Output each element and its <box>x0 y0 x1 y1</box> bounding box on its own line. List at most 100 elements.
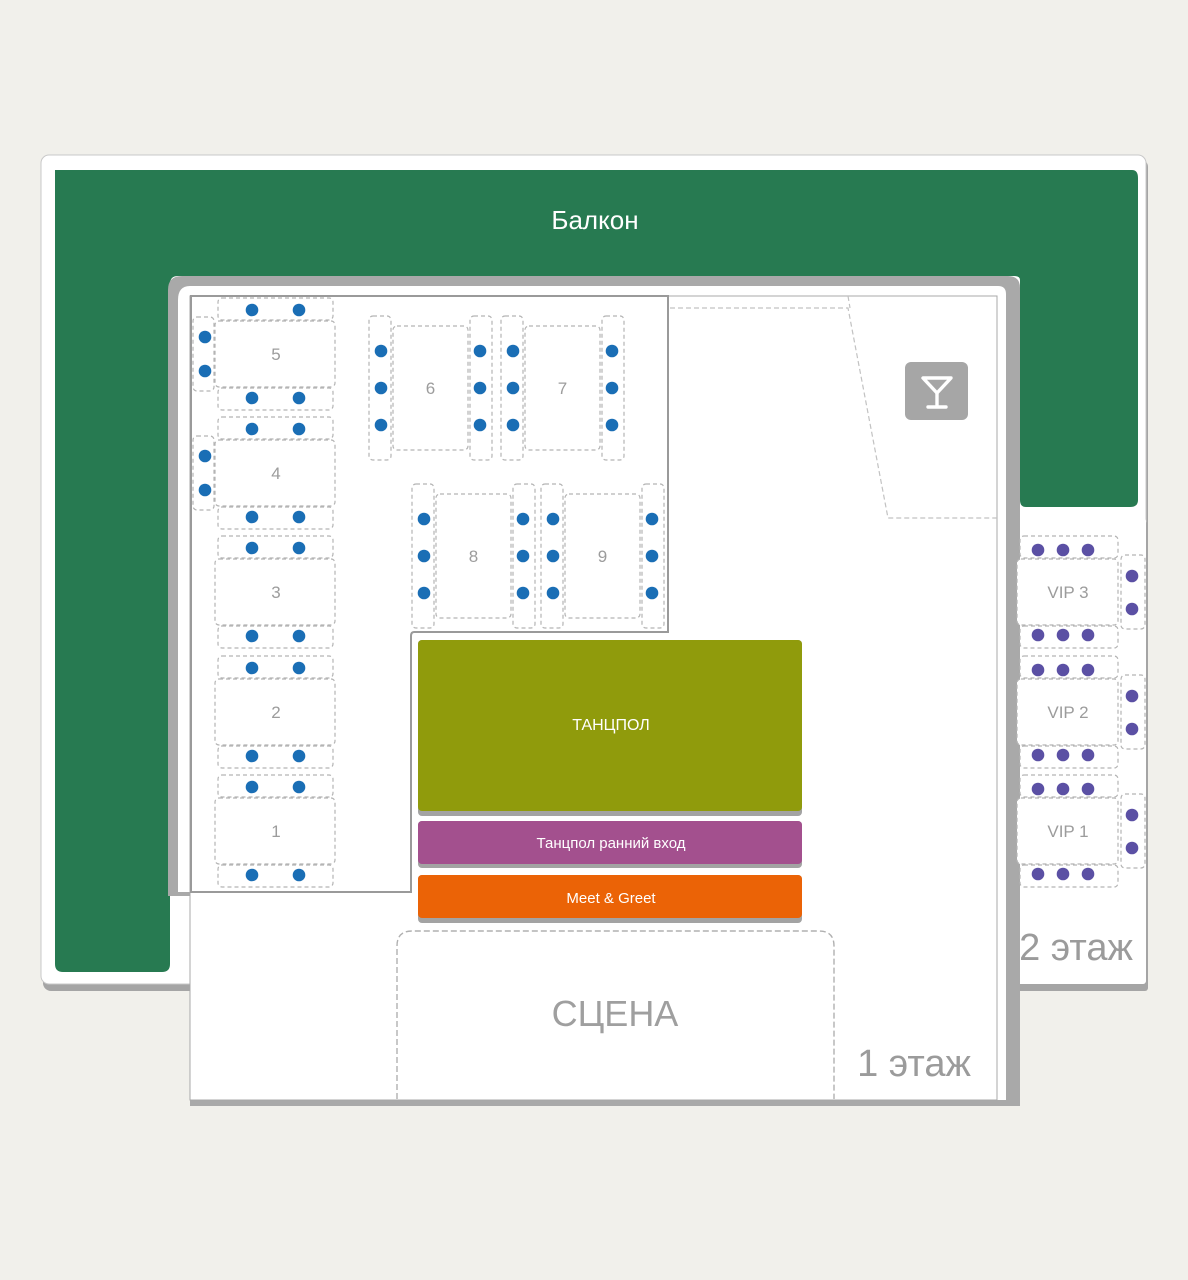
seat[interactable] <box>1056 663 1070 677</box>
seat[interactable] <box>292 868 306 882</box>
seat[interactable] <box>417 512 431 526</box>
seat[interactable] <box>198 330 212 344</box>
seat[interactable] <box>1031 867 1045 881</box>
table-t3[interactable] <box>214 535 336 649</box>
seat[interactable] <box>245 422 259 436</box>
seat[interactable] <box>1031 663 1045 677</box>
seat[interactable] <box>1056 867 1070 881</box>
seat[interactable] <box>605 344 619 358</box>
seat[interactable] <box>245 780 259 794</box>
seat[interactable] <box>645 586 659 600</box>
seat[interactable] <box>1081 543 1095 557</box>
seat-row-bottom <box>217 745 334 769</box>
seat[interactable] <box>292 780 306 794</box>
seat[interactable] <box>245 629 259 643</box>
seat[interactable] <box>516 586 530 600</box>
seat[interactable] <box>1125 569 1139 583</box>
seat[interactable] <box>1125 841 1139 855</box>
table-body <box>435 493 512 619</box>
early-entry-zone[interactable]: Танцпол ранний вход <box>418 821 802 868</box>
seat[interactable] <box>245 868 259 882</box>
seat[interactable] <box>1056 782 1070 796</box>
stage-label: СЦЕНА <box>552 993 679 1034</box>
seat[interactable] <box>506 418 520 432</box>
seat[interactable] <box>245 391 259 405</box>
seat[interactable] <box>292 510 306 524</box>
seat[interactable] <box>245 749 259 763</box>
seat[interactable] <box>506 381 520 395</box>
seats-layer <box>198 303 1139 882</box>
seat[interactable] <box>1125 722 1139 736</box>
seat[interactable] <box>1081 663 1095 677</box>
seat[interactable] <box>546 586 560 600</box>
seat[interactable] <box>292 303 306 317</box>
seat[interactable] <box>417 586 431 600</box>
balcony-zone[interactable] <box>55 170 1138 972</box>
seat[interactable] <box>1031 782 1045 796</box>
seat[interactable] <box>374 381 388 395</box>
seat[interactable] <box>292 749 306 763</box>
seat[interactable] <box>1081 628 1095 642</box>
table-body <box>214 320 336 388</box>
seat-row-top <box>217 297 334 321</box>
seat[interactable] <box>198 364 212 378</box>
table-body <box>392 325 469 451</box>
table-body <box>214 797 336 865</box>
table-t2[interactable] <box>214 655 336 769</box>
seat[interactable] <box>473 344 487 358</box>
table-body <box>1016 678 1119 746</box>
seat-row-bottom <box>217 864 334 888</box>
table-t4[interactable] <box>214 416 336 530</box>
seat[interactable] <box>374 418 388 432</box>
table-body <box>214 439 336 507</box>
seat-row-bottom <box>217 625 334 649</box>
table-label: 3 <box>271 583 280 602</box>
meet-greet-zone[interactable]: Meet & Greet <box>418 875 802 923</box>
seat-row-side <box>1120 554 1146 630</box>
table-t1[interactable] <box>214 774 336 888</box>
seat[interactable] <box>645 512 659 526</box>
seat[interactable] <box>506 344 520 358</box>
seat[interactable] <box>516 549 530 563</box>
seat[interactable] <box>1056 628 1070 642</box>
seat[interactable] <box>516 512 530 526</box>
seat[interactable] <box>473 418 487 432</box>
seat[interactable] <box>546 512 560 526</box>
seat[interactable] <box>546 549 560 563</box>
seat[interactable] <box>374 344 388 358</box>
seat[interactable] <box>1031 628 1045 642</box>
seat[interactable] <box>473 381 487 395</box>
bar-button[interactable] <box>905 362 968 420</box>
first-floor-label: 1 этаж <box>857 1043 971 1085</box>
seat-row-bottom <box>1019 745 1119 769</box>
seat[interactable] <box>1031 748 1045 762</box>
dancefloor-zone[interactable]: ТАНЦПОЛ <box>418 640 802 816</box>
seat[interactable] <box>1125 689 1139 703</box>
seat[interactable] <box>292 541 306 555</box>
seat[interactable] <box>292 629 306 643</box>
seat[interactable] <box>292 661 306 675</box>
seat[interactable] <box>1125 808 1139 822</box>
seat[interactable] <box>292 422 306 436</box>
seat[interactable] <box>1056 748 1070 762</box>
seat[interactable] <box>292 391 306 405</box>
seat[interactable] <box>1081 867 1095 881</box>
seat[interactable] <box>1031 543 1045 557</box>
seat[interactable] <box>198 483 212 497</box>
seat[interactable] <box>1081 748 1095 762</box>
seat[interactable] <box>198 449 212 463</box>
seat[interactable] <box>605 418 619 432</box>
seat[interactable] <box>245 661 259 675</box>
seat[interactable] <box>245 303 259 317</box>
seat[interactable] <box>1125 602 1139 616</box>
seat[interactable] <box>1081 782 1095 796</box>
seat[interactable] <box>645 549 659 563</box>
table-t5[interactable] <box>214 297 336 411</box>
seat[interactable] <box>1056 543 1070 557</box>
table-label: 5 <box>271 345 280 364</box>
table-label: VIP 1 <box>1047 822 1088 841</box>
seat[interactable] <box>417 549 431 563</box>
seat[interactable] <box>245 541 259 555</box>
seat[interactable] <box>245 510 259 524</box>
seat[interactable] <box>605 381 619 395</box>
